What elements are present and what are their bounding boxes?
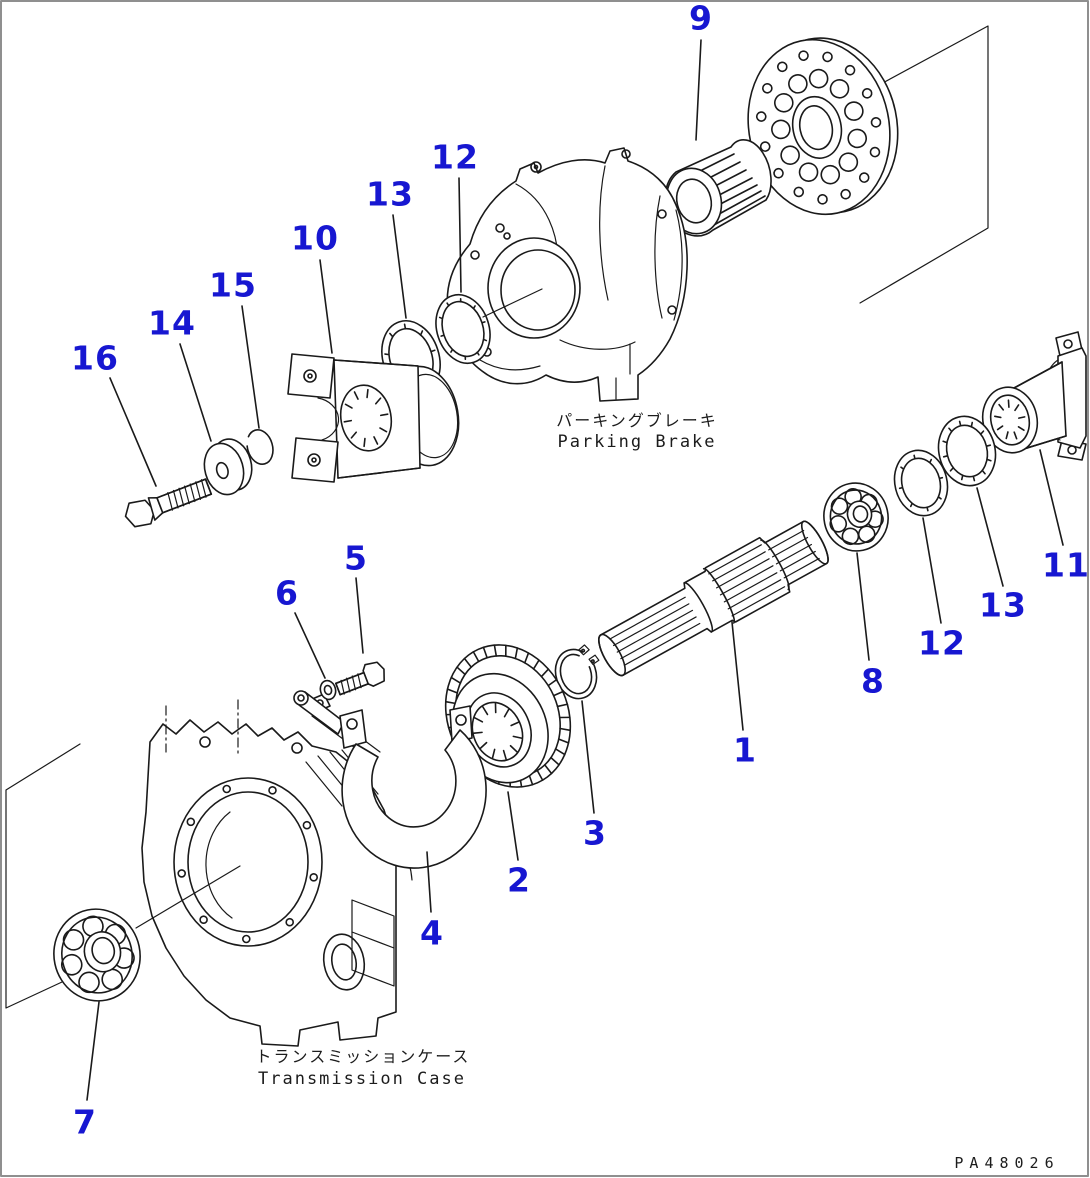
callout-13-2: 13 bbox=[366, 174, 414, 214]
callout-2-15: 2 bbox=[507, 860, 531, 900]
washer-6 bbox=[319, 679, 337, 701]
cover-guard bbox=[293, 690, 487, 869]
callout-4-16: 4 bbox=[420, 913, 444, 953]
section-plane-bottom-left bbox=[5, 743, 81, 1009]
gear-spline-bore bbox=[473, 702, 523, 761]
bolt-5 bbox=[335, 661, 385, 696]
callout-9-0: 9 bbox=[689, 0, 713, 38]
transmission-case bbox=[141, 693, 413, 1047]
callout-12-1: 12 bbox=[431, 137, 479, 177]
yoke-spline-hatch bbox=[343, 388, 389, 448]
parking-brake-housing bbox=[446, 147, 688, 402]
yoke bbox=[287, 353, 460, 483]
callout-8-12: 8 bbox=[861, 661, 885, 701]
callout-1-13: 1 bbox=[733, 730, 757, 770]
brake-plate bbox=[747, 37, 899, 216]
small-ring-15 bbox=[246, 429, 274, 465]
output-shaft bbox=[598, 520, 829, 677]
ring-13-right bbox=[937, 415, 997, 487]
callout-10-3: 10 bbox=[291, 218, 339, 258]
flange-spline-hatch bbox=[993, 399, 1026, 440]
callout-15-4: 15 bbox=[209, 265, 257, 305]
plate-large-holes bbox=[771, 68, 868, 185]
callout-3-14: 3 bbox=[583, 813, 607, 853]
plate-small-holes bbox=[755, 50, 882, 205]
ball-bearing-8 bbox=[823, 482, 889, 552]
case-rim-holes bbox=[177, 784, 318, 944]
callout-11-9: 11 bbox=[1042, 545, 1090, 585]
ring-12-right bbox=[893, 449, 949, 517]
transmission-case-label-en: Transmission Case bbox=[258, 1069, 466, 1089]
transmission-case-label-jp: トランスミッションケース bbox=[255, 1047, 471, 1066]
ring-12-left-ticks bbox=[438, 297, 488, 361]
callout-14-5: 14 bbox=[148, 303, 196, 343]
callout-12-11: 12 bbox=[918, 623, 966, 663]
callout-5-7: 5 bbox=[344, 538, 368, 578]
ring-12-right-ticks bbox=[898, 454, 944, 512]
ring-12-left bbox=[435, 293, 491, 365]
parking-brake-label-jp: パーキングブレーキ bbox=[556, 411, 718, 430]
ball-bearing-7 bbox=[53, 908, 141, 1002]
coupling-flange bbox=[981, 331, 1087, 461]
callout-16-6: 16 bbox=[71, 338, 119, 378]
assembly-pointer-lines bbox=[135, 288, 543, 929]
callout-6-8: 6 bbox=[275, 573, 299, 613]
parking-brake-label-en: Parking Brake bbox=[557, 432, 717, 452]
gear bbox=[444, 644, 572, 788]
needle-bearing bbox=[664, 138, 772, 237]
bolt-16 bbox=[124, 478, 213, 528]
washer-14 bbox=[203, 438, 253, 496]
callout-7-17: 7 bbox=[73, 1102, 97, 1142]
ring-13-right-ticks bbox=[942, 420, 992, 482]
section-plane-top-right bbox=[859, 25, 989, 304]
callout-13-10: 13 bbox=[979, 585, 1027, 625]
leader-lines bbox=[86, 39, 1064, 1101]
drawing-number: PA48026 bbox=[954, 1154, 1060, 1172]
